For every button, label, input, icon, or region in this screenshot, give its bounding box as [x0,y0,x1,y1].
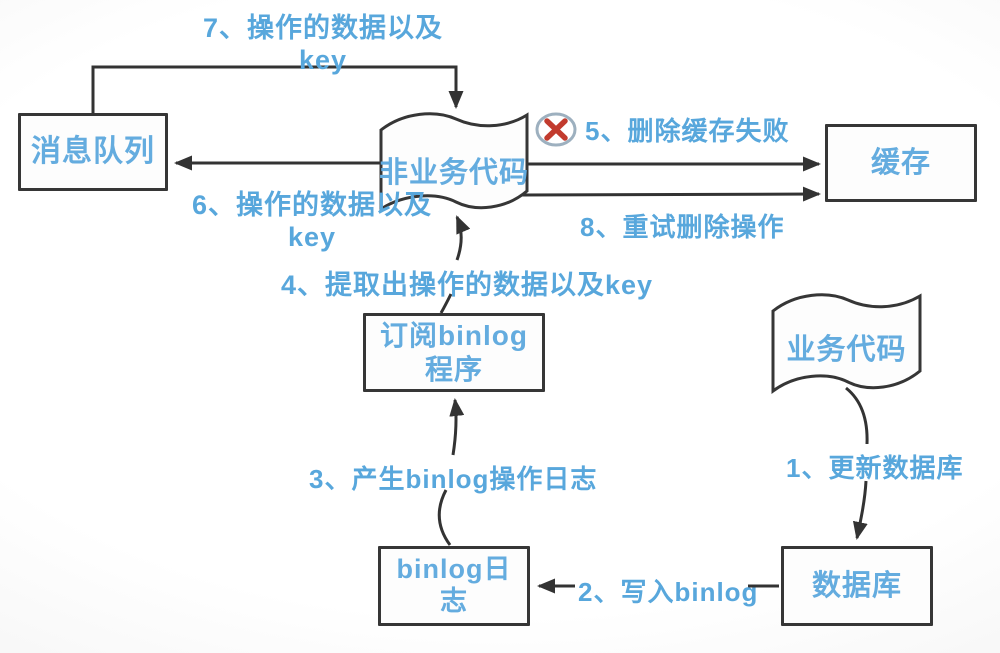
step-6-label-line1: 6、操作的数据以及 [191,190,433,220]
arrow-step-3 [449,398,465,456]
cache-node: 缓存 [825,124,977,202]
subscribe-binlog-label-line1: 订阅binlog [380,320,528,352]
arrow-step-8 [521,186,821,202]
non-business-code-flag-shape [379,112,529,212]
step-5-label: 5、删除缓存失败 [585,116,790,146]
database-node: 数据库 [781,546,933,626]
binlog-log-label-line2: 志 [440,586,468,616]
business-code-label: 业务代码 [786,334,907,366]
error-cross-icon [535,112,577,147]
arrow-step-4-lower [439,293,453,314]
binlog-log-node: binlog日 志 [378,546,530,626]
message-queue-node: 消息队列 [18,113,168,191]
step-6-label-line2: key [287,222,337,252]
step-6-label: 6、操作的数据以及 key [162,183,462,253]
binlog-log-label-line1: binlog日 [396,554,512,585]
step-8-label: 8、重试删除操作 [580,212,785,242]
step-3-label: 3、产生binlog操作日志 [309,464,598,494]
arrow-step-3-lower [437,489,452,546]
step-4-label: 4、提取出操作的数据以及key [281,270,654,300]
step-7-label: 7、操作的数据以及 key [168,6,478,76]
database-label: 数据库 [811,569,902,602]
business-code-flag-shape [771,293,922,394]
message-queue-label: 消息队列 [31,135,155,169]
step-7-label-line2: key [298,45,348,75]
arrow-step-7 [91,65,464,113]
step-1-label: 1、更新数据库 [786,453,964,483]
subscribe-binlog-label-line2: 程序 [424,353,483,385]
step-7-label-line1: 7、操作的数据以及 [202,13,444,43]
step-2-label: 2、写入binlog [578,577,759,607]
subscribe-binlog-node: 订阅binlog 程序 [363,313,545,392]
arrow-step-1 [852,480,868,540]
non-business-code-label: 非业务代码 [379,157,530,189]
step-5-label-group: 5、删除缓存失败 [534,111,789,148]
arrow-step-4 [455,215,471,261]
cache-label: 缓存 [870,146,931,179]
arrow-step-1-upper [845,386,869,445]
